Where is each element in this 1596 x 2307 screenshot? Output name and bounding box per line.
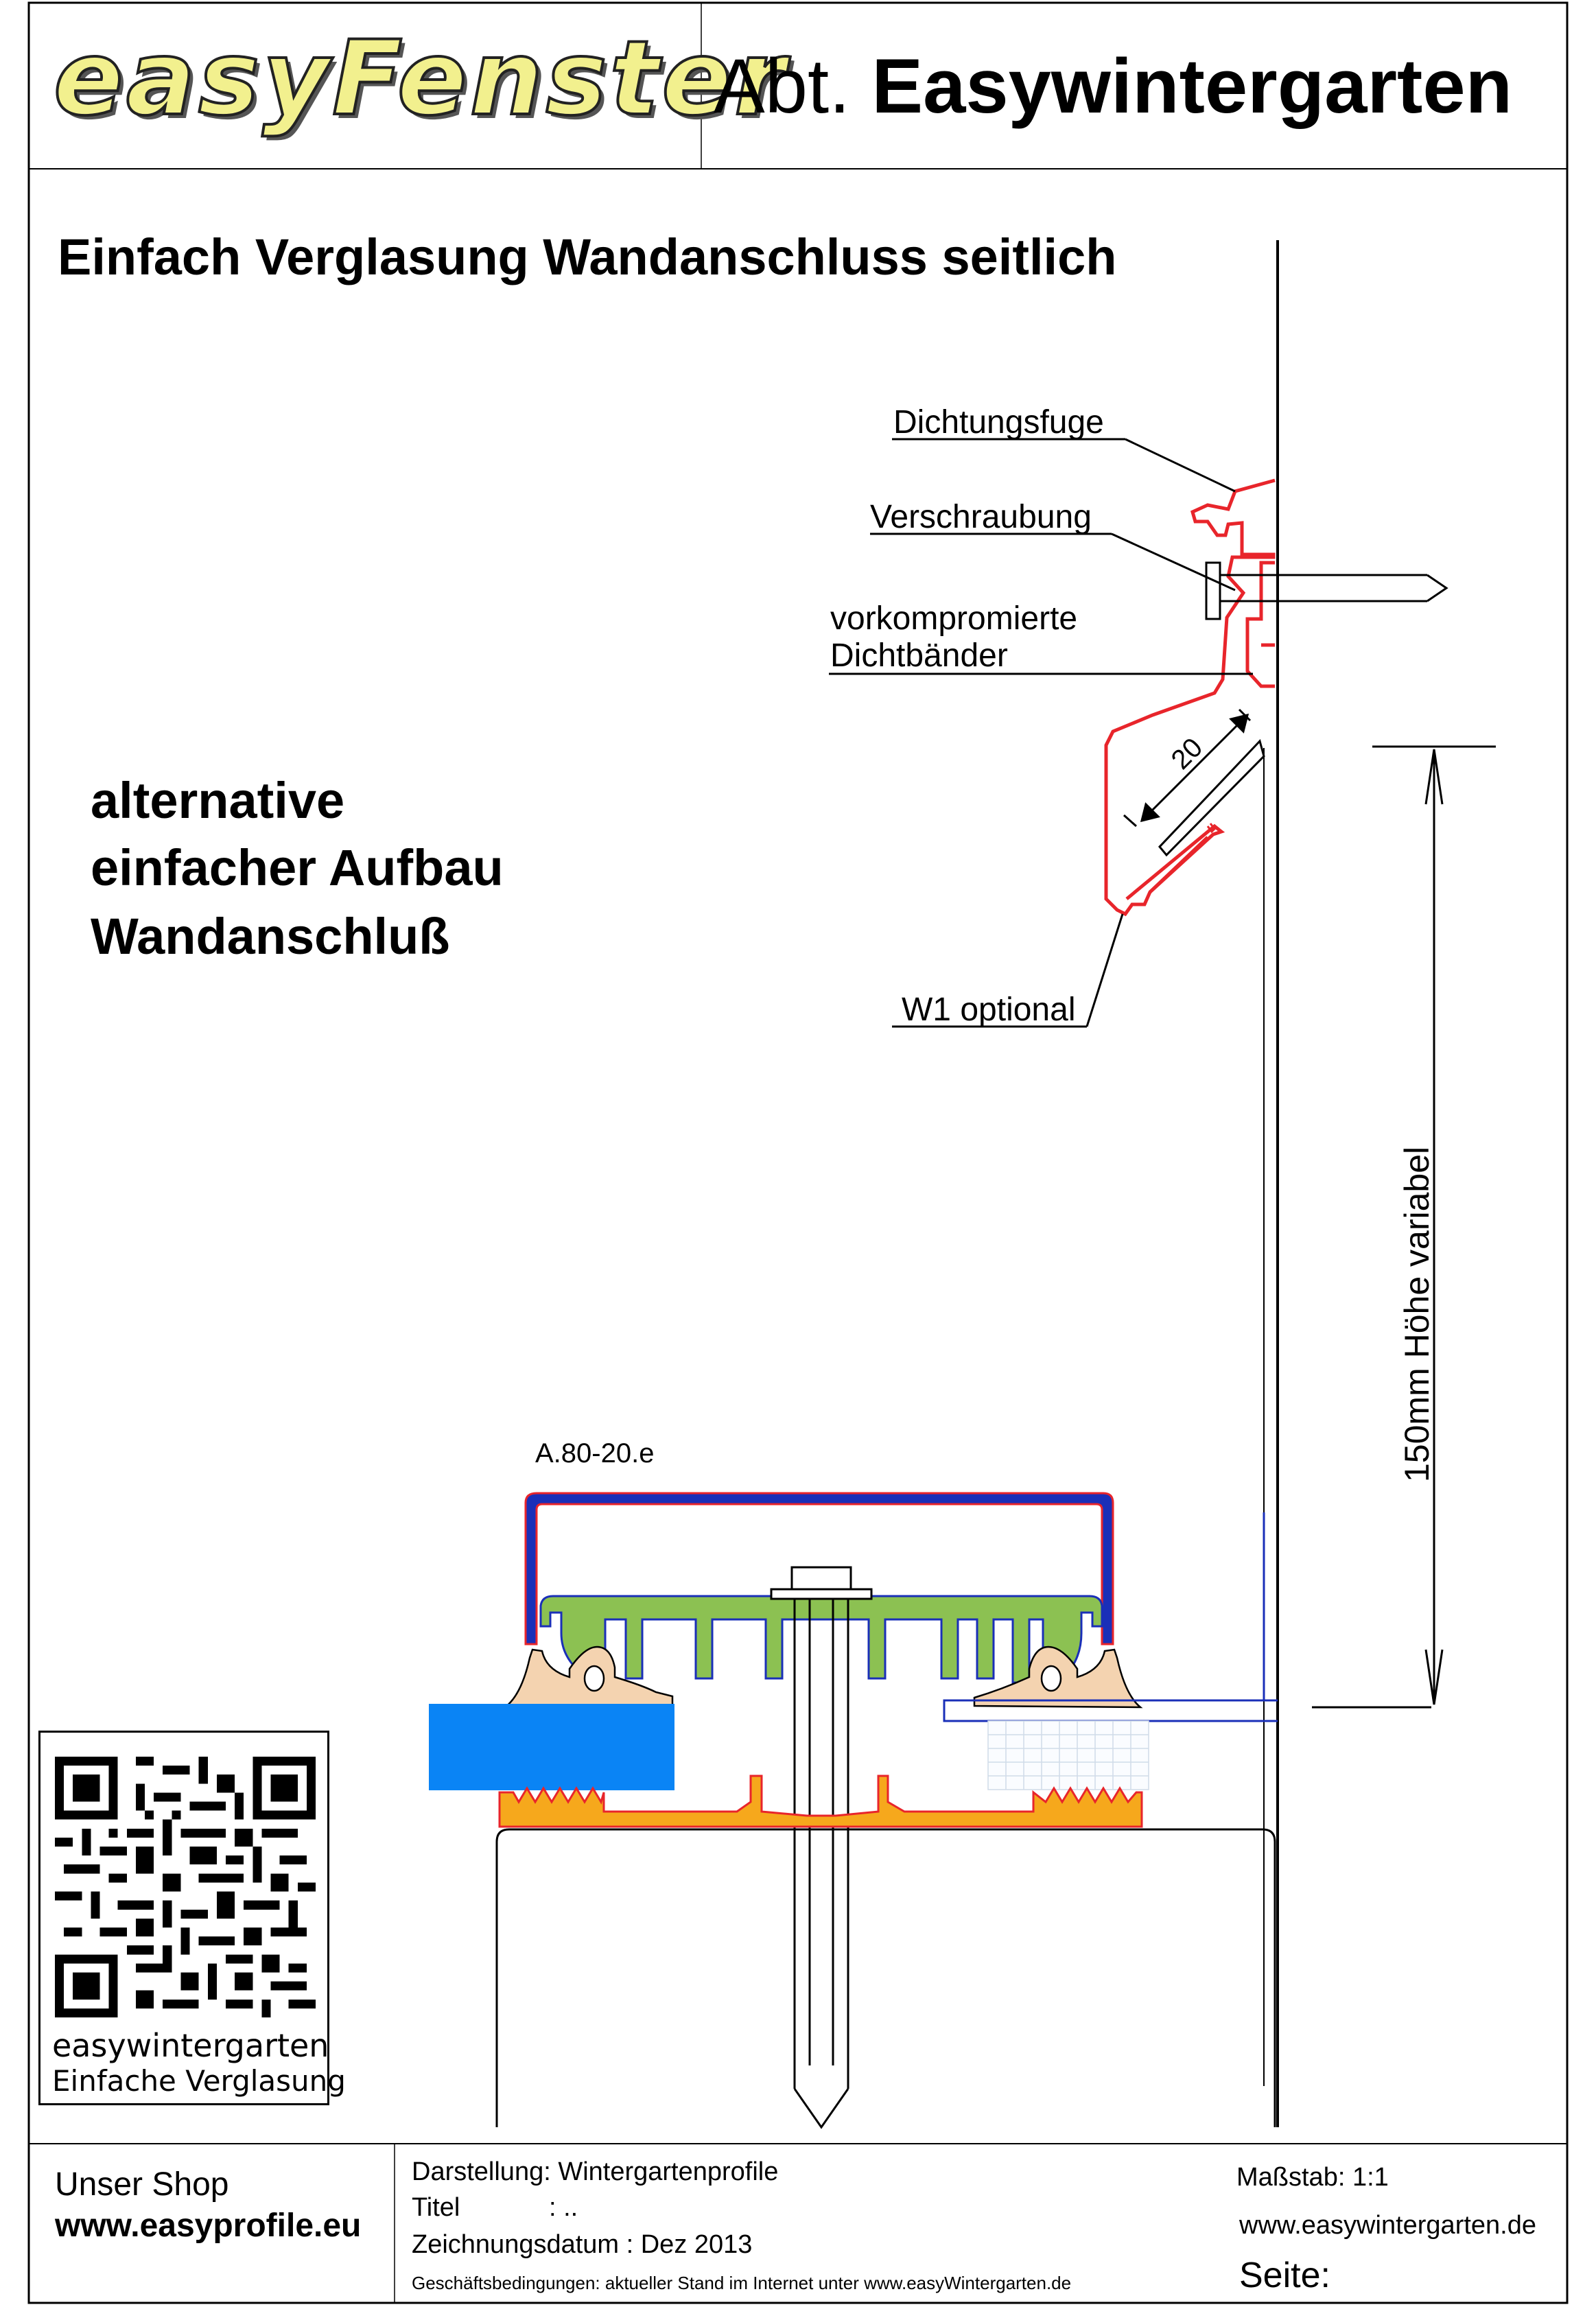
note-line-2: einfacher Aufbau bbox=[91, 839, 504, 896]
label-verschraubung: Verschraubung bbox=[870, 499, 1092, 535]
footer-titel-value: : .. bbox=[549, 2193, 578, 2222]
dim-20-graphic bbox=[1123, 708, 1252, 828]
footer-datum: Zeichnungsdatum : Dez 2013 bbox=[412, 2230, 753, 2259]
qr-caption-1: easywintergarten bbox=[52, 2027, 329, 2064]
footer-bedingungen: Geschäftsbedingungen: aktueller Stand im… bbox=[412, 2273, 1072, 2293]
qr-code bbox=[55, 1757, 316, 2017]
label-dichtbaender-2: Dichtbänder bbox=[830, 637, 1008, 674]
center-screw-graphic bbox=[770, 1566, 873, 2129]
glass-pane bbox=[429, 1704, 674, 1790]
dim-height-graphic bbox=[1312, 745, 1496, 1709]
label-dichtungsfuge: Dichtungsfuge bbox=[893, 404, 1104, 441]
note-line-1: alternative bbox=[91, 772, 345, 829]
department-label: Abt. Easywintergarten bbox=[714, 48, 1512, 125]
qr-box bbox=[38, 1731, 329, 2105]
label-w1-optional: W1 optional bbox=[902, 992, 1076, 1028]
footer-titel-key: Titel bbox=[412, 2193, 460, 2222]
gasket-right bbox=[973, 1646, 1143, 1709]
label-dim-height: 150mm Höhe variabel bbox=[1398, 1146, 1436, 1482]
core-profile bbox=[539, 1595, 1103, 1684]
wall-screw-graphic bbox=[1205, 561, 1448, 620]
easyfenster-logo: easyFenster bbox=[52, 19, 788, 139]
rafter-outline bbox=[495, 1828, 1276, 2127]
footer-massstab: Maßstab: 1:1 bbox=[1236, 2163, 1389, 2192]
shop-label: Unser Shop bbox=[55, 2166, 229, 2203]
qr-caption-2: Einfache Verglasung bbox=[52, 2064, 346, 2098]
gasket-left bbox=[502, 1646, 674, 1709]
label-profile-code: A.80-20.e bbox=[535, 1438, 655, 1468]
footer-site-link[interactable]: www.easywintergarten.de bbox=[1239, 2211, 1536, 2240]
glass-pane-right bbox=[987, 1720, 1149, 1790]
department-name: Easywintergarten bbox=[871, 43, 1513, 129]
department-prefix: Abt. bbox=[714, 43, 851, 129]
w1-tab bbox=[1206, 823, 1216, 834]
drawing-title: Einfach Verglasung Wandanschluss seitlic… bbox=[58, 229, 1117, 285]
label-dichtbaender-1: vorkompromierte bbox=[830, 600, 1078, 637]
shop-link[interactable]: www.easyprofile.eu bbox=[55, 2208, 362, 2244]
footer-seite: Seite: bbox=[1239, 2256, 1330, 2295]
w1-wing bbox=[1158, 739, 1265, 857]
wall-connection-profile bbox=[1104, 478, 1276, 917]
cover-profile bbox=[524, 1492, 1114, 1646]
note-line-3: Wandanschluß bbox=[91, 908, 450, 965]
base-profile bbox=[498, 1775, 1143, 1828]
footer-darstellung: Darstellung: Wintergartenprofile bbox=[412, 2157, 779, 2186]
